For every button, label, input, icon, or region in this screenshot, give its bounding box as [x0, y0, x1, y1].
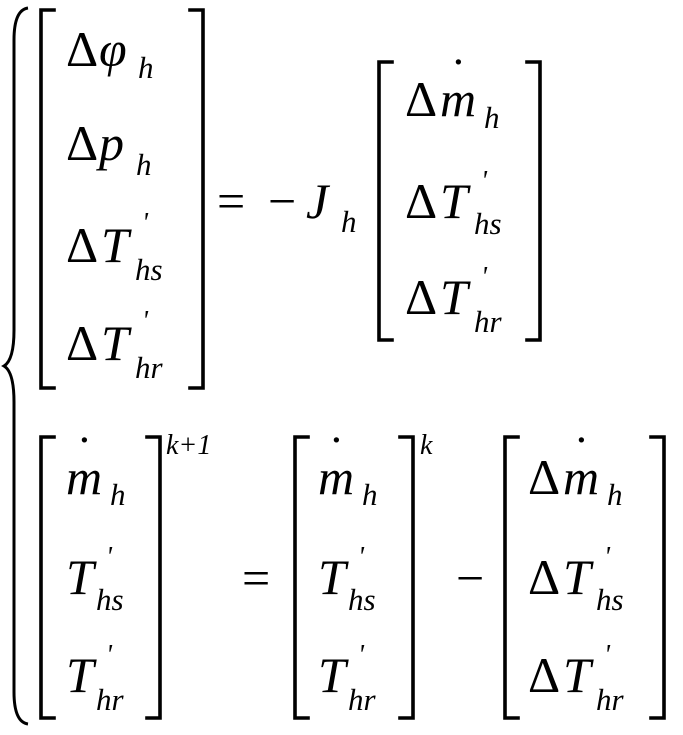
jacobian-J: J [306, 173, 331, 229]
entry-mdot-h-2: m ˙ h [318, 425, 378, 512]
svg-text:h: h [607, 477, 623, 512]
equals-sign-2: = [242, 550, 270, 606]
svg-text:φ: φ [99, 21, 127, 77]
svg-text:hr: hr [474, 304, 503, 339]
svg-text:hs: hs [135, 252, 163, 287]
entry-delta-t-hs: Δ T ' hs [66, 208, 163, 287]
svg-text:Δ: Δ [528, 647, 560, 703]
svg-text:hs: hs [96, 582, 124, 617]
entry-t-hs: T ' hs [66, 542, 124, 617]
bracket-right-3 [145, 435, 162, 720]
svg-text:': ' [142, 306, 149, 337]
left-brace [1, 6, 29, 726]
svg-text:': ' [604, 542, 611, 573]
svg-text:': ' [106, 542, 113, 573]
bracket-right-4 [398, 435, 415, 720]
svg-text:': ' [604, 640, 611, 671]
svg-text:': ' [358, 640, 365, 671]
minus-sign-2: − [456, 550, 484, 606]
entry-delta-mdot-h: Δ m ˙ h [405, 47, 500, 135]
bracket-right-5 [649, 435, 666, 720]
svg-text:˙: ˙ [450, 47, 467, 103]
entry-delta-phi-h: Δ φ h [66, 21, 154, 85]
entry-delta-p-h: Δ p h [66, 115, 152, 182]
bracket-left-5 [503, 435, 520, 720]
svg-text:': ' [358, 542, 365, 573]
svg-text:h: h [362, 477, 378, 512]
bracket-right-2 [525, 60, 542, 342]
svg-text:hs: hs [474, 206, 502, 241]
svg-text:Δ: Δ [66, 115, 98, 171]
svg-text:Δ: Δ [405, 173, 437, 229]
svg-text:': ' [142, 208, 149, 239]
svg-text:T: T [440, 173, 471, 229]
svg-text:T: T [101, 315, 132, 371]
entry-mdot-h: m ˙ h [66, 425, 126, 512]
svg-text:Δ: Δ [528, 449, 560, 505]
svg-text:T: T [318, 647, 349, 703]
entry-delta-t-hr-3: Δ T ' hr [528, 640, 625, 717]
svg-text:p: p [96, 115, 124, 171]
svg-text:hr: hr [96, 682, 125, 717]
svg-text:T: T [66, 647, 97, 703]
svg-text:h: h [138, 50, 154, 85]
svg-text:T: T [101, 217, 132, 273]
bracket-left-4 [293, 435, 310, 720]
svg-text:T: T [318, 549, 349, 605]
svg-text:˙: ˙ [328, 425, 345, 481]
bracket-left-3 [39, 435, 56, 720]
svg-text:˙: ˙ [76, 425, 93, 481]
svg-text:Δ: Δ [66, 21, 98, 77]
svg-text:Δ: Δ [528, 549, 560, 605]
svg-text:h: h [136, 147, 152, 182]
svg-text:hr: hr [596, 682, 625, 717]
svg-text:Δ: Δ [405, 269, 437, 325]
bracket-left-2 [377, 60, 394, 342]
svg-text:Δ: Δ [405, 71, 437, 127]
svg-text:h: h [110, 477, 126, 512]
svg-text:h: h [484, 100, 500, 135]
svg-text:': ' [106, 640, 113, 671]
minus-sign-1: − [268, 173, 296, 229]
svg-text:T: T [563, 647, 594, 703]
svg-text:m: m [563, 449, 599, 505]
svg-text:Δ: Δ [66, 315, 98, 371]
svg-text:T: T [440, 269, 471, 325]
svg-text:hr: hr [348, 682, 377, 717]
svg-text:T: T [563, 549, 594, 605]
entry-t-hs-2: T ' hs [318, 542, 376, 617]
equals-sign-1: = [217, 173, 245, 229]
svg-text:m: m [66, 449, 102, 505]
entry-delta-t-hs-3: Δ T ' hs [528, 542, 624, 617]
entry-delta-t-hr: Δ T ' hr [66, 306, 164, 385]
svg-text:m: m [440, 71, 476, 127]
entry-delta-t-hs-2: Δ T ' hs [405, 166, 502, 241]
bracket-right-1 [188, 8, 205, 390]
entry-t-hr: T ' hr [66, 640, 125, 717]
svg-text:': ' [481, 166, 488, 197]
entry-delta-mdot-h-3: Δ m ˙ h [528, 425, 623, 512]
bracket-left-1 [39, 8, 56, 390]
svg-text:m: m [318, 449, 354, 505]
svg-text:˙: ˙ [573, 425, 590, 481]
svg-text:': ' [481, 262, 488, 293]
jacobian-sub-h: h [341, 204, 357, 239]
superscript-k-plus-1: k+1 [166, 430, 211, 461]
svg-text:T: T [66, 549, 97, 605]
superscript-k: k [420, 430, 433, 461]
svg-text:Δ: Δ [66, 217, 98, 273]
svg-text:hs: hs [596, 582, 624, 617]
entry-delta-t-hr-2: Δ T ' hr [405, 262, 503, 339]
svg-text:hr: hr [135, 350, 164, 385]
entry-t-hr-2: T ' hr [318, 640, 377, 717]
svg-text:hs: hs [348, 582, 376, 617]
